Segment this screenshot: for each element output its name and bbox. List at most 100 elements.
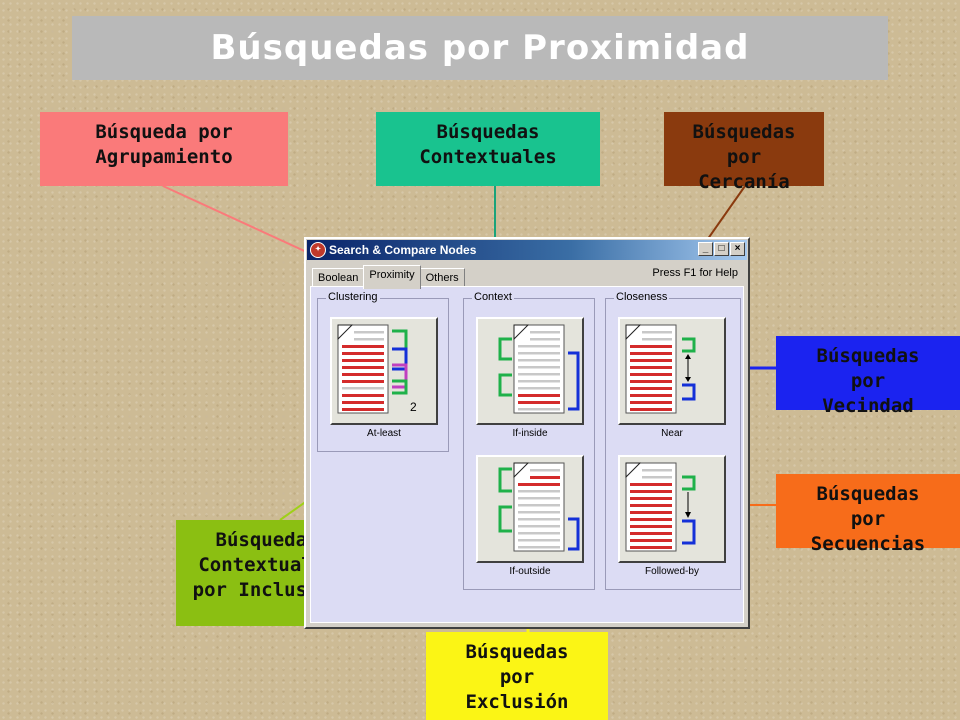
document-line-highlighted (630, 490, 672, 493)
if-outside-document-icon (498, 462, 580, 552)
document-line-highlighted (630, 518, 672, 521)
help-hint: Press F1 for Help (652, 267, 738, 279)
document-line-highlighted (630, 546, 672, 549)
document-line-highlighted (630, 504, 672, 507)
document-line-highlighted (630, 380, 672, 383)
tab-proximity[interactable]: Proximity (363, 265, 421, 289)
document-line-highlighted (342, 373, 384, 376)
document-line-highlighted (518, 483, 560, 486)
document-line (518, 490, 560, 493)
callout-agrupamiento: Búsqueda por Agrupamiento (40, 112, 288, 186)
document-line (518, 497, 560, 500)
at-least-button[interactable]: 2 (330, 317, 438, 425)
document-line (518, 359, 560, 362)
document-line-highlighted (530, 476, 560, 479)
maximize-button[interactable]: □ (714, 242, 729, 256)
near-document-icon (625, 324, 696, 414)
document-line (518, 345, 560, 348)
document-line-highlighted (630, 359, 672, 362)
callout-vecindad: Búsquedas por Vecindad (776, 336, 960, 417)
group-clustering: Clustering 2 At-least (317, 291, 449, 452)
document-line-highlighted (630, 373, 672, 376)
document-line-highlighted (342, 345, 384, 348)
if-outside-label: If-outside (509, 566, 551, 577)
document-line (518, 380, 560, 383)
at-least-badge: 2 (410, 400, 417, 414)
close-button[interactable]: × (730, 242, 745, 256)
tab-strip: Boolean Proximity Others (312, 265, 465, 289)
document-line-highlighted (342, 352, 384, 355)
document-line (642, 338, 672, 341)
group-context: Context If-inside (463, 291, 595, 590)
document-line (518, 373, 560, 376)
document-line (518, 532, 560, 535)
document-line-highlighted (630, 352, 672, 355)
document-line-highlighted (630, 408, 672, 411)
document-line-highlighted (630, 401, 672, 404)
at-least-label: At-least (367, 428, 401, 439)
document-line (518, 387, 560, 390)
document-line-highlighted (630, 394, 672, 397)
document-line (642, 331, 672, 334)
group-closeness: Closeness Near (605, 291, 741, 590)
if-outside-button[interactable] (476, 455, 584, 563)
document-line-highlighted (518, 394, 560, 397)
document-line (518, 366, 560, 369)
document-line (518, 408, 560, 411)
if-inside-label: If-inside (512, 428, 548, 439)
document-line (518, 539, 560, 542)
document-line-highlighted (630, 345, 672, 348)
document-line-highlighted (342, 380, 384, 383)
document-line (642, 469, 672, 472)
if-inside-button[interactable] (476, 317, 584, 425)
document-line-highlighted (342, 394, 384, 397)
document-line (518, 352, 560, 355)
document-line (518, 504, 560, 507)
document-line-highlighted (342, 366, 384, 369)
document-line-highlighted (630, 483, 672, 486)
document-line (518, 511, 560, 514)
group-label-closeness: Closeness (614, 291, 670, 303)
group-label-clustering: Clustering (326, 291, 380, 303)
callout-cercania: Búsquedas por Cercanía (664, 112, 824, 193)
document-line-highlighted (630, 511, 672, 514)
document-line (354, 331, 384, 334)
document-line-highlighted (518, 401, 560, 404)
document-line-highlighted (342, 408, 384, 411)
followed-by-document-icon (625, 462, 696, 552)
callout-secuencias: Búsquedas por Secuencias (776, 474, 960, 555)
document-line-highlighted (630, 366, 672, 369)
document-line-highlighted (342, 359, 384, 362)
app-logo-icon: ✦ (310, 242, 326, 258)
document-line-highlighted (630, 532, 672, 535)
slide-title-bar: Búsquedas por Proximidad (72, 16, 888, 80)
search-compare-window: ✦ Search & Compare Nodes _ □ × Boolean P… (304, 237, 750, 629)
callout-exclusion: Búsquedas por Exclusión (426, 632, 608, 720)
near-button[interactable] (618, 317, 726, 425)
if-inside-document-icon (498, 324, 580, 414)
document-line (518, 546, 560, 549)
slide-title: Búsquedas por Proximidad (210, 28, 750, 68)
document-line (530, 469, 560, 472)
window-title-bar[interactable]: ✦ Search & Compare Nodes _ □ × (307, 240, 747, 260)
group-label-context: Context (472, 291, 514, 303)
minimize-button[interactable]: _ (698, 242, 713, 256)
document-line-highlighted (630, 497, 672, 500)
document-line-highlighted (630, 387, 672, 390)
proximity-panel: Clustering 2 At-least Context (310, 286, 744, 623)
tab-boolean[interactable]: Boolean (312, 268, 365, 289)
followed-by-button[interactable] (618, 455, 726, 563)
document-line-highlighted (630, 539, 672, 542)
document-line (518, 525, 560, 528)
near-label: Near (661, 428, 683, 439)
document-line-highlighted (630, 525, 672, 528)
document-line (530, 338, 560, 341)
document-line (342, 387, 384, 390)
document-line (354, 338, 384, 341)
document-line (642, 476, 672, 479)
callout-contextuales: Búsquedas Contextuales (376, 112, 600, 186)
document-line (530, 331, 560, 334)
window-title: Search & Compare Nodes (329, 243, 477, 257)
followed-by-label: Followed-by (645, 566, 699, 577)
document-line-highlighted (342, 401, 384, 404)
